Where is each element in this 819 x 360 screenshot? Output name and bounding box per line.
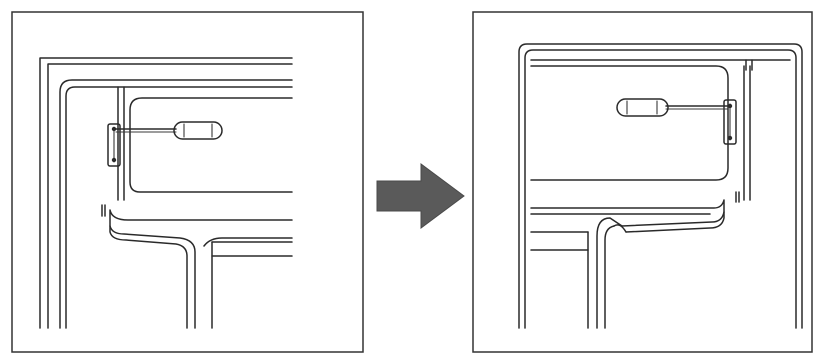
- panel-after: [472, 11, 813, 353]
- door-edge-right: [743, 65, 751, 201]
- inner-panel-left: [129, 97, 293, 193]
- hinge-bracket-right: [723, 99, 737, 145]
- panel-after-frame: [472, 11, 813, 353]
- cabinet-frame-right: [518, 43, 803, 329]
- screwdriver-left-icon: [115, 121, 223, 140]
- right-arrow-icon: [376, 163, 465, 229]
- pin-mark-left: [101, 204, 106, 217]
- panel-before: [11, 11, 364, 353]
- door-edge-left: [117, 86, 125, 201]
- pin-mark-right: [735, 191, 740, 203]
- cabinet-frame-left: [39, 57, 293, 329]
- screwdriver-right-icon: [616, 98, 729, 117]
- hinge-bracket-left: [107, 123, 121, 167]
- lower-shelf-right: [530, 199, 725, 329]
- inner-panel-right: [530, 65, 729, 181]
- lower-shelf-left: [109, 209, 293, 329]
